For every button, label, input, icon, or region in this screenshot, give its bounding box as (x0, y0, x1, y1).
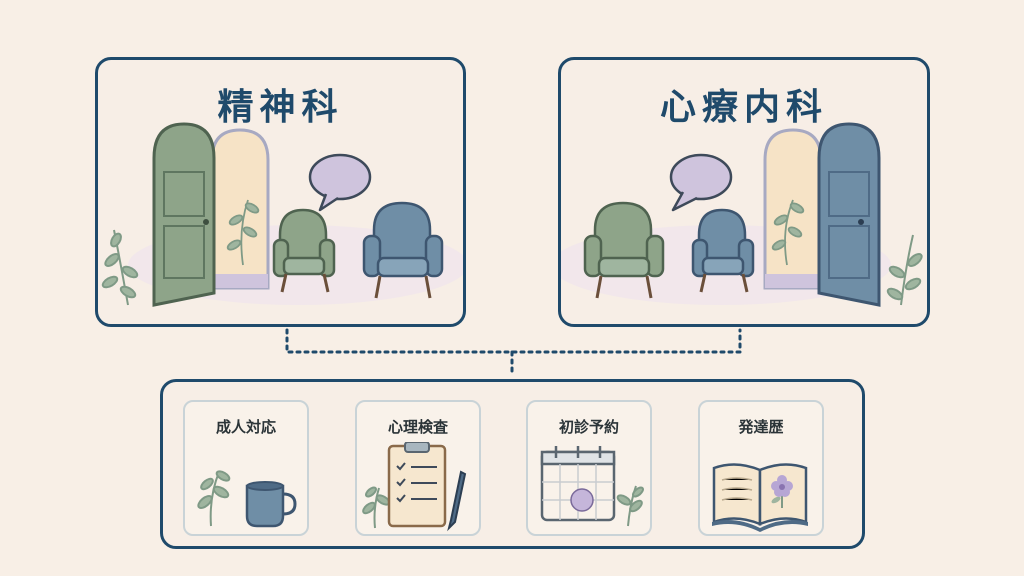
psychosomatic-panel: 心療内科 (558, 57, 930, 327)
vine-icon (771, 199, 805, 266)
psychosomatic-title: 心療内科 (659, 87, 828, 128)
psychiatry-title: 精神科 (217, 87, 344, 128)
plant-icon (101, 229, 139, 306)
psychiatry-scene (101, 122, 463, 307)
card-first-visit-booking: 初診予約 (526, 400, 652, 536)
flower-icon (771, 475, 793, 508)
card-developmental-history: 発達歴 (698, 400, 824, 536)
blue-armchair-icon (362, 201, 444, 299)
psychosomatic-scene (561, 122, 923, 307)
calendar-icon (540, 446, 644, 527)
open-book-icon (712, 463, 808, 532)
vine-icon (226, 199, 260, 266)
speech-bubble-icon (669, 153, 733, 212)
plant-icon (886, 234, 923, 306)
blue-armchair-icon (691, 208, 755, 293)
green-armchair-icon (583, 201, 665, 299)
card-label: 成人対応 (215, 418, 276, 436)
card-label: 発達歴 (738, 418, 784, 436)
doorway (210, 128, 270, 290)
card-adult-support: 成人対応 (183, 400, 309, 536)
speech-bubble-icon (308, 153, 372, 212)
card-label: 初診予約 (558, 418, 619, 436)
psychiatry-panel: 精神科 (95, 57, 466, 327)
door-icon (152, 122, 216, 307)
card-label: 心理検査 (387, 418, 448, 436)
features-panel: 成人対応 心理検査 (160, 379, 865, 549)
green-armchair-icon (272, 208, 336, 293)
clipboard-checklist-icon (362, 442, 467, 532)
door-icon (817, 122, 881, 307)
coffee-mug-icon (197, 470, 297, 528)
card-psych-test: 心理検査 (355, 400, 481, 536)
